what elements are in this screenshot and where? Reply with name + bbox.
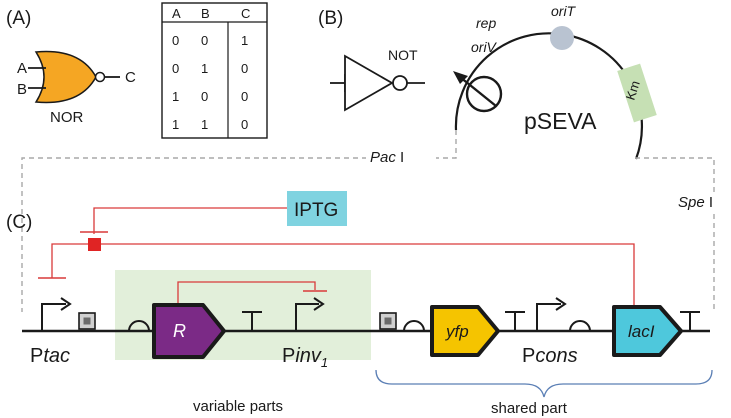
truth-table-cell: 1 xyxy=(201,117,208,132)
spe-site-label: Spe I xyxy=(678,194,713,211)
cloning-site-dashed-line xyxy=(21,130,715,312)
pcons-promoter-arrowhead xyxy=(555,297,567,311)
truth-table-cell: 1 xyxy=(172,89,179,104)
truth-table-header: C xyxy=(241,6,250,21)
rep-oriv-arrow-head xyxy=(453,71,468,84)
shared-operator-inner xyxy=(384,317,392,325)
iptg-label: IPTG xyxy=(294,200,338,221)
ptac-promoter-arrowhead xyxy=(60,297,72,311)
pinv-promoter-arrowhead xyxy=(313,297,325,311)
rep-label: rep xyxy=(476,15,496,31)
orit-marker xyxy=(550,26,574,50)
truth-table-cell: 0 xyxy=(201,89,208,104)
nor-gate xyxy=(28,50,120,104)
truth-table: A B C 0 0 1 0 1 0 1 0 0 1 1 0 xyxy=(161,2,268,139)
laci-repression-line xyxy=(51,243,635,309)
nor-input-b-label: B xyxy=(17,81,27,98)
laci-repression-node xyxy=(88,238,101,251)
truth-table-cell: 0 xyxy=(172,61,179,76)
laci-rbs xyxy=(569,320,591,332)
pinv-label: Pinv1 xyxy=(282,345,328,370)
pinv-promoter-arrow xyxy=(295,303,319,331)
truth-table-cell: 0 xyxy=(241,89,248,104)
nor-bubble xyxy=(94,71,106,83)
truth-table-cell: 0 xyxy=(241,117,248,132)
truth-table-header: B xyxy=(201,6,210,21)
variable-parts-label: variable parts xyxy=(193,398,283,415)
orit-label: oriT xyxy=(551,3,577,19)
r-terminator xyxy=(242,311,262,331)
panel-a-label: (A) xyxy=(6,8,31,29)
truth-table-cell: 0 xyxy=(201,33,208,48)
r-rbs xyxy=(128,320,150,332)
km-box xyxy=(617,63,657,123)
truth-table-cell: 1 xyxy=(241,33,248,48)
shared-part-brace xyxy=(375,369,713,398)
truth-table-frame xyxy=(161,2,268,139)
iptg-repression-line xyxy=(93,207,287,234)
r-repression-line xyxy=(177,281,316,303)
yfp-gene-label: yfp xyxy=(445,322,469,341)
oriv-label: oriV xyxy=(471,39,498,55)
truth-table-cell: 1 xyxy=(201,61,208,76)
r-gene xyxy=(152,303,226,359)
panel-b-label: (B) xyxy=(318,8,343,29)
panel-c-label: (C) xyxy=(6,212,32,233)
not-gate-triangle xyxy=(344,54,394,112)
rep-oriv-arrow-shaft xyxy=(459,76,497,107)
nor-input-a-label: A xyxy=(17,60,27,77)
iptg-box xyxy=(287,191,347,226)
pcons-promoter-arrow xyxy=(536,303,561,331)
truth-table-cell: 0 xyxy=(241,61,248,76)
nor-gate-label: NOR xyxy=(50,109,84,126)
laci-gene xyxy=(612,305,683,357)
ptac-promoter-arrow xyxy=(41,303,66,331)
nor-gate-body xyxy=(34,50,97,104)
pac-label-backdrop xyxy=(366,150,436,166)
truth-table-cell: 0 xyxy=(172,33,179,48)
yfp-gene xyxy=(430,305,500,357)
km-label: Km xyxy=(623,79,643,102)
nor-output-c-label: C xyxy=(125,69,136,86)
truth-table-cells: A B C 0 0 1 0 1 0 1 0 0 1 1 0 xyxy=(172,6,250,132)
pac-site-label: Pac I xyxy=(370,149,404,166)
ptac-label: Ptac xyxy=(30,345,70,367)
ptac-operator-inner xyxy=(83,317,91,325)
not-bubble xyxy=(392,75,408,91)
pseva-plasmid xyxy=(453,26,657,160)
pcons-label: Pcons xyxy=(522,345,578,367)
not-gate-label: NOT xyxy=(388,47,418,63)
truth-table-header: A xyxy=(172,6,181,21)
laci-terminator xyxy=(680,311,700,331)
spe-label-backdrop xyxy=(674,193,724,211)
r-gene-label: R xyxy=(173,321,186,341)
truth-table-cell: 1 xyxy=(172,117,179,132)
yfp-terminator xyxy=(505,311,525,331)
laci-gene-label: lacI xyxy=(628,322,655,341)
yfp-rbs xyxy=(403,320,425,332)
shared-part-label: shared part xyxy=(491,400,568,417)
not-gate xyxy=(330,54,425,112)
plasmid-name: pSEVA xyxy=(524,108,597,134)
